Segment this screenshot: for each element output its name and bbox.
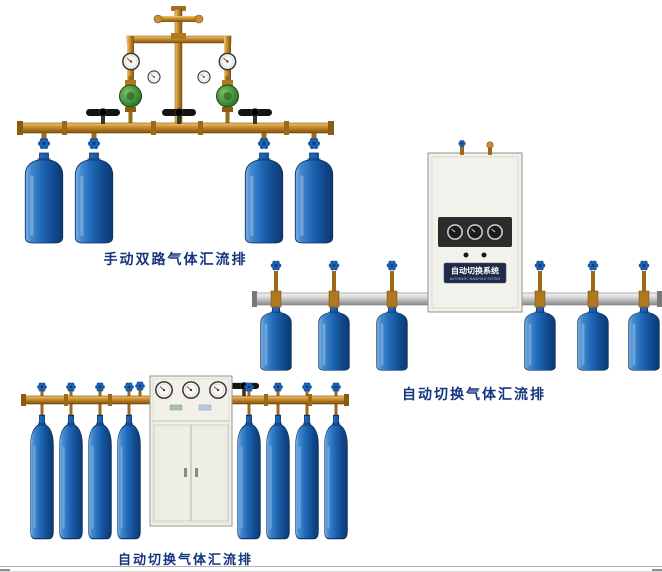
manual-manifold-illustration <box>17 6 335 244</box>
indicator-dot <box>481 252 487 258</box>
gas-cylinder <box>235 414 263 540</box>
figure-caption: 手动双路气体汇流排 <box>103 252 248 268</box>
pressure-gauge-icon <box>218 52 237 71</box>
cabinet-label-cn: 自动切换系统 <box>451 266 499 276</box>
shutoff-valve-handwheel-icon <box>228 382 260 396</box>
shutoff-valve-handwheel-icon <box>237 108 273 124</box>
figure-auto-switch-wall: 自动切换系统 AUTOMATIC MANIFOLD SYSTEM 自动切换气体汇… <box>252 139 662 403</box>
cylinder-valve-handwheel-icon <box>134 381 146 391</box>
page-bottom-divider <box>0 566 662 572</box>
cylinder-valve-handwheel-icon <box>328 260 340 271</box>
cylinder-valve-handwheel-icon <box>386 260 398 271</box>
gas-cylinder <box>317 307 351 371</box>
inlet-pipe-assembly <box>126 6 232 127</box>
door-handle <box>195 468 198 477</box>
pressure-gauge-icon <box>122 52 140 71</box>
pressure-gauge-icon <box>487 224 503 240</box>
gas-cylinder <box>28 414 56 540</box>
gas-cylinder <box>264 414 292 540</box>
indicator-plate <box>169 404 183 411</box>
auto-manifold-illustration: 自动切换系统 AUTOMATIC MANIFOLD SYSTEM <box>252 139 662 371</box>
cylinder-valve-handwheel-icon <box>534 260 546 271</box>
gas-cylinder <box>627 307 661 371</box>
indicator-dot <box>463 252 469 258</box>
control-cabinet <box>149 375 233 527</box>
cylinder-stations <box>23 133 335 244</box>
gas-cylinder <box>523 307 557 371</box>
pressure-regulator-right <box>197 52 239 112</box>
inlet-valve-knob-icon <box>153 14 163 24</box>
gas-cylinder <box>57 414 85 540</box>
page-corner-mark <box>652 569 662 571</box>
figure-manual-dual-manifold: 手动双路气体汇流排 <box>8 6 343 269</box>
inlet-valve-knob-icon <box>194 14 204 24</box>
pressure-gauge-icon <box>147 70 161 84</box>
pressure-gauge-icon <box>209 381 227 399</box>
cylinder-valve-handwheel-icon <box>587 260 599 271</box>
cylinder-valve-handwheel-icon <box>123 382 135 392</box>
cylinder-valve-handwheel-icon <box>272 382 284 392</box>
shutoff-valve-handwheel-icon <box>85 108 121 124</box>
page-corner-mark <box>0 569 10 571</box>
figure-caption: 自动切换气体汇流排 <box>117 553 253 568</box>
figure-auto-switch-floor: 自动切换气体汇流排 <box>18 368 353 568</box>
figure-caption: 自动切换气体汇流排 <box>402 387 546 403</box>
cylinder-valve-handwheel-icon <box>87 137 101 150</box>
cabinet-label-en: AUTOMATIC MANIFOLD SYSTEM <box>450 277 501 281</box>
gas-cylinder <box>115 414 143 540</box>
station-valves <box>270 260 650 295</box>
gas-cylinder <box>73 152 115 244</box>
pressure-gauge-icon <box>155 381 173 399</box>
cylinder-valve-handwheel-icon <box>36 382 48 392</box>
cylinder-valve-handwheel-icon <box>330 382 342 392</box>
pressure-gauge-icon <box>197 70 211 84</box>
cylinder-valve-handwheel-icon <box>270 260 282 271</box>
hanging-cylinders <box>259 307 661 371</box>
cylinder-valve-handwheel-icon <box>458 139 466 148</box>
cylinder-valve-handwheel-icon <box>94 382 106 392</box>
gas-cylinder <box>293 414 321 540</box>
pressure-regulator-left <box>119 52 161 112</box>
gas-cylinder <box>23 152 65 244</box>
door-handle <box>184 468 187 477</box>
cylinder-valve-handwheel-icon <box>638 260 650 271</box>
gas-cylinder <box>259 307 293 371</box>
cabinet-top-fittings <box>458 139 494 155</box>
shutoff-valve-handwheel-icon <box>161 108 197 124</box>
auto-manifold-floor-illustration <box>21 375 350 540</box>
inlet-valve-knob-icon <box>486 141 494 149</box>
cylinder-valve-handwheel-icon <box>301 382 313 392</box>
indicator-plate <box>198 404 212 411</box>
gas-cylinder <box>86 414 114 540</box>
pressure-gauge-icon <box>467 224 483 240</box>
gas-cylinder <box>375 307 409 371</box>
gas-cylinder <box>576 307 610 371</box>
cabinet-label-plate <box>443 262 507 284</box>
cylinder-valve-handwheel-icon <box>37 137 51 150</box>
pressure-gauge-icon <box>182 381 200 399</box>
gas-cylinder <box>322 414 350 540</box>
pressure-gauge-icon <box>447 224 463 240</box>
control-cabinet: 自动切换系统 AUTOMATIC MANIFOLD SYSTEM <box>427 152 523 313</box>
header-pipe <box>17 121 334 135</box>
cylinder-valve-handwheel-icon <box>65 382 77 392</box>
